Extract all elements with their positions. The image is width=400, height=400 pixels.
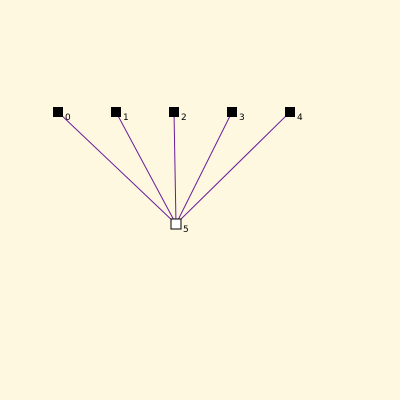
node-box-3	[227, 107, 237, 117]
node-2: 2	[169, 107, 187, 123]
node-label-5: 5	[183, 225, 189, 235]
edge-3-5	[175, 111, 233, 225]
node-5: 5	[170, 218, 189, 235]
node-box-0	[53, 107, 63, 117]
node-box-4	[285, 107, 295, 117]
node-box-5	[170, 218, 182, 230]
edge-2-5	[173, 111, 177, 225]
node-3: 3	[227, 107, 245, 123]
node-4: 4	[285, 107, 303, 123]
edge-group	[57, 111, 291, 225]
node-label-4: 4	[297, 113, 303, 123]
node-label-2: 2	[181, 113, 187, 123]
node-label-1: 1	[123, 113, 129, 123]
node-0: 0	[53, 107, 71, 123]
node-label-0: 0	[65, 113, 71, 123]
node-group: 0 1 2 3 4 5	[53, 107, 303, 235]
node-box-2	[169, 107, 179, 117]
node-1: 1	[111, 107, 129, 123]
node-box-1	[111, 107, 121, 117]
edge-4-5	[175, 111, 291, 225]
edge-1-5	[115, 111, 177, 225]
edge-0-5	[57, 111, 177, 225]
node-label-3: 3	[239, 113, 245, 123]
